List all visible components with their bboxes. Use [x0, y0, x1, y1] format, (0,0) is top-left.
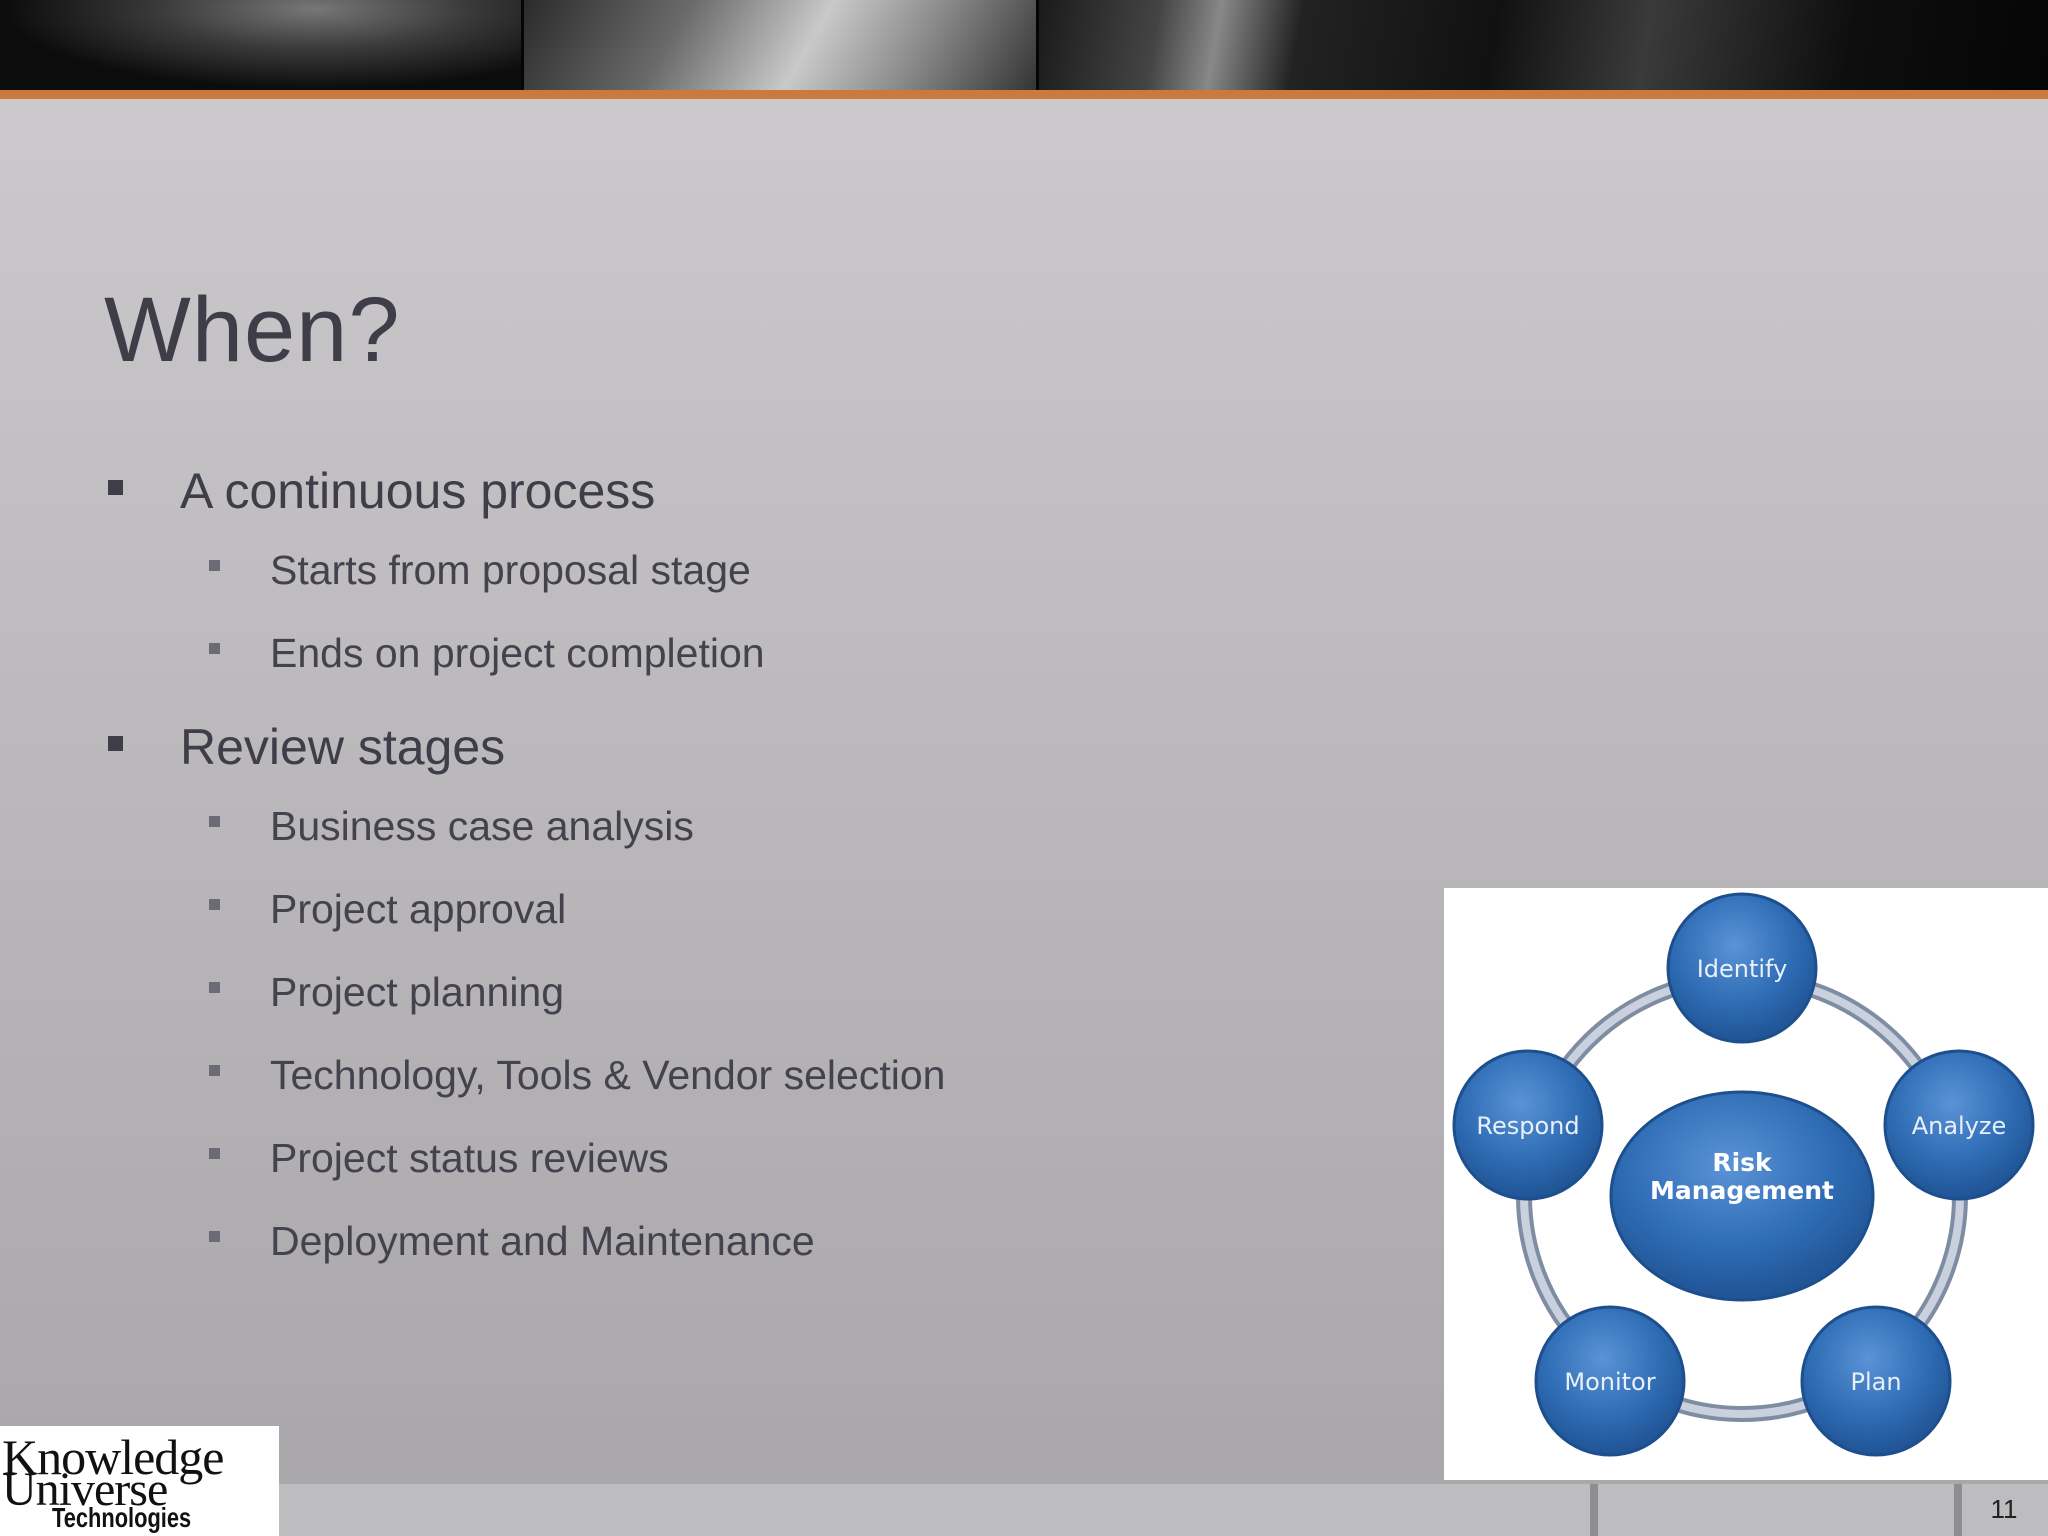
sub-bullet-text: Project planning	[270, 969, 565, 1015]
node-circle	[1534, 1305, 1686, 1457]
risk-cycle-graphic: Risk Management Identify Analyze Plan Mo…	[1452, 892, 2035, 1457]
bullet-square-icon	[209, 899, 220, 910]
sub-bullet-text: Starts from proposal stage	[270, 547, 751, 593]
bullet-item: A continuous process	[104, 460, 1404, 546]
header-photo-wheel	[0, 0, 523, 90]
sub-bullet-item: Technology, Tools & Vendor selection	[104, 1051, 1404, 1134]
bullet-item: Review stages	[104, 716, 1404, 802]
node-circle	[1666, 892, 1818, 1044]
sub-bullet-item: Ends on project completion	[104, 629, 1404, 712]
center-node	[1609, 1090, 1875, 1302]
sub-bullet-text: Project status reviews	[270, 1135, 669, 1181]
node-respond: Respond	[1452, 1049, 1604, 1201]
bullet-square-icon	[108, 736, 123, 751]
logo-text-line2: Universe	[2, 1463, 168, 1516]
footer-divider	[1590, 1484, 1598, 1536]
node-monitor: Monitor	[1534, 1305, 1686, 1457]
header-divider	[1036, 0, 1039, 90]
node-circle	[1800, 1305, 1952, 1457]
logo-text-line3: Technologies	[52, 1502, 192, 1533]
logo-text-line1: Knowledge	[2, 1429, 224, 1485]
sub-bullet-text: Deployment and Maintenance	[270, 1218, 815, 1264]
node-plan: Plan	[1800, 1305, 1952, 1457]
sub-bullet-item: Business case analysis	[104, 802, 1404, 885]
slide-title: When?	[104, 279, 401, 381]
bullet-list: A continuous process Starts from proposa…	[104, 460, 1404, 1300]
footer-divider	[1954, 1484, 1962, 1536]
center-label-line1: Risk	[1712, 1148, 1773, 1177]
bullet-square-icon	[209, 643, 220, 654]
bullet-square-icon	[209, 1065, 220, 1076]
node-label: Plan	[1850, 1368, 1901, 1396]
sub-bullet-text: Project approval	[270, 886, 567, 932]
header-photo-band	[0, 0, 2048, 90]
risk-management-diagram: Risk Management Identify Analyze Plan Mo…	[1444, 888, 2048, 1480]
node-label: Analyze	[1912, 1112, 2007, 1140]
sub-bullet-item: Project planning	[104, 968, 1404, 1051]
sub-bullet-item: Project status reviews	[104, 1134, 1404, 1217]
node-label: Respond	[1476, 1112, 1579, 1140]
sub-bullet-text: Business case analysis	[270, 803, 694, 849]
bullet-text: Review stages	[180, 719, 506, 775]
bullet-square-icon	[209, 1231, 220, 1242]
sub-bullet-item: Deployment and Maintenance	[104, 1217, 1404, 1300]
bullet-square-icon	[209, 982, 220, 993]
company-logo: Knowledge Universe Technologies	[0, 1426, 279, 1536]
header-photo-metal	[523, 0, 1038, 90]
bullet-square-icon	[108, 480, 123, 495]
node-analyze: Analyze	[1883, 1049, 2035, 1201]
node-label: Monitor	[1564, 1368, 1655, 1396]
slide-footer: 11	[0, 1484, 2048, 1536]
header-photo-gears	[1038, 0, 2048, 90]
bullet-square-icon	[209, 1148, 220, 1159]
node-circle	[1452, 1049, 1604, 1201]
sub-bullet-item: Starts from proposal stage	[104, 546, 1404, 629]
header-divider	[521, 0, 524, 90]
bullet-square-icon	[209, 560, 220, 571]
sub-bullet-text: Technology, Tools & Vendor selection	[270, 1052, 946, 1098]
node-label: Identify	[1697, 955, 1788, 983]
node-identify: Identify	[1666, 892, 1818, 1044]
sub-bullet-item: Project approval	[104, 885, 1404, 968]
center-label-line2: Management	[1650, 1176, 1834, 1205]
sub-bullet-text: Ends on project completion	[270, 630, 765, 676]
accent-rule	[0, 90, 2048, 99]
node-circle	[1883, 1049, 2035, 1201]
bullet-square-icon	[209, 816, 220, 827]
slide-number: 11	[1990, 1494, 2018, 1524]
bullet-text: A continuous process	[180, 463, 656, 519]
